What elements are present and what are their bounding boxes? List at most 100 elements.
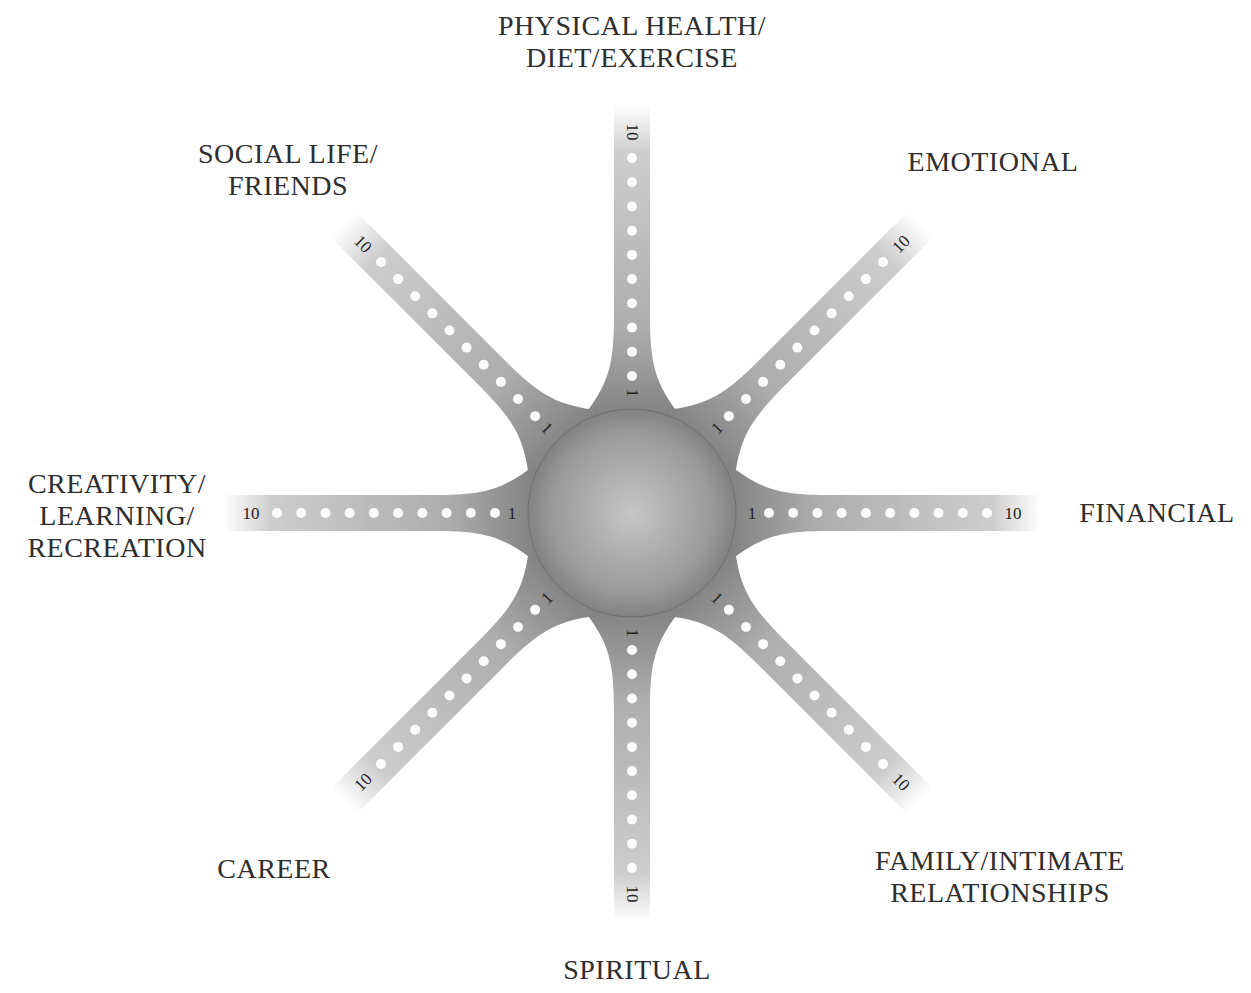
- scale-dot: [958, 508, 968, 518]
- scale-dot: [764, 508, 774, 518]
- scale-dot: [513, 622, 523, 632]
- scale-number-anchor: 1: [748, 505, 757, 522]
- spoke-label-anchor: CREATIVITY/ LEARNING/ RECREATION: [12, 468, 222, 565]
- scale-dot: [810, 325, 820, 335]
- scale-dot: [369, 508, 379, 518]
- scale-dot: [627, 347, 637, 357]
- scale-dot: [462, 673, 472, 683]
- spoke-label-anchor: FAMILY/INTIMATE RELATIONSHIPS: [875, 845, 1126, 909]
- scale-dot: [376, 257, 386, 267]
- scale-number-anchor: 10: [624, 886, 641, 903]
- scale-number-anchor: 10: [1005, 505, 1022, 522]
- scale-number: 10: [624, 124, 641, 141]
- scale-dot: [479, 656, 489, 666]
- scale-dot: [837, 508, 847, 518]
- scale-dot: [627, 766, 637, 776]
- scale-dot: [376, 759, 386, 769]
- scale-dot: [627, 815, 637, 825]
- spoke-band: [224, 463, 537, 563]
- scale-dot: [442, 508, 452, 518]
- spoke-band: [308, 545, 600, 837]
- scale-number: 10: [1005, 505, 1022, 522]
- spoke-band: [582, 608, 682, 921]
- spoke-band: [582, 105, 682, 418]
- scale-number-anchor: 1: [538, 589, 556, 607]
- scale-dot: [934, 508, 944, 518]
- scale-number: 10: [889, 770, 913, 794]
- scale-number: 1: [624, 629, 641, 638]
- scale-dot: [844, 725, 854, 735]
- scale-dot: [513, 394, 523, 404]
- scale-dot: [775, 656, 785, 666]
- scale-dot: [827, 308, 837, 318]
- scale-number-anchor: 10: [889, 232, 913, 256]
- scale-dot: [320, 508, 330, 518]
- spoke-label: EMOTIONAL: [908, 146, 1079, 178]
- spoke-label: PHYSICAL HEALTH/ DIET/EXERCISE: [467, 10, 797, 74]
- scale-dot: [741, 622, 751, 632]
- spoke-label: CAREER: [217, 853, 330, 885]
- scale-dot: [627, 371, 637, 381]
- scale-number: 1: [624, 389, 641, 398]
- scale-number-anchor: 10: [351, 770, 375, 794]
- scale-dot: [982, 508, 992, 518]
- scale-dot: [885, 508, 895, 518]
- scale-dot: [827, 708, 837, 718]
- scale-number: 1: [708, 419, 726, 437]
- spoke-label-anchor: PHYSICAL HEALTH/ DIET/EXERCISE: [467, 10, 797, 74]
- scale-dot: [530, 605, 540, 615]
- spoke-label: FINANCIAL: [1079, 497, 1234, 529]
- scale-number: 1: [508, 505, 517, 522]
- scale-dot: [741, 394, 751, 404]
- scale-dot: [775, 360, 785, 370]
- scale-number-anchor: 1: [538, 419, 556, 437]
- scale-number-anchor: 1: [508, 505, 517, 522]
- scale-dot: [861, 742, 871, 752]
- scale-number-anchor: 1: [708, 589, 726, 607]
- scale-dot: [627, 274, 637, 284]
- scale-dot: [466, 508, 476, 518]
- spoke-band: [664, 189, 956, 481]
- scale-dot: [878, 257, 888, 267]
- spoke-label: CREATIVITY/ LEARNING/ RECREATION: [12, 468, 222, 565]
- scale-dot: [462, 343, 472, 353]
- scale-number-anchor: 10: [624, 124, 641, 141]
- spoke-band: [727, 463, 1040, 563]
- spokes: [224, 105, 1040, 921]
- scale-number: 1: [708, 589, 726, 607]
- hub-sphere: [528, 409, 736, 617]
- spoke-label-anchor: SOCIAL LIFE/ FRIENDS: [173, 138, 403, 202]
- scale-dot: [878, 759, 888, 769]
- scale-dot: [627, 742, 637, 752]
- scale-dot: [444, 325, 454, 335]
- spoke-label-anchor: FINANCIAL: [1079, 497, 1234, 529]
- scale-number: 1: [538, 589, 556, 607]
- scale-dot: [627, 645, 637, 655]
- scale-dot: [410, 291, 420, 301]
- scale-dot: [861, 274, 871, 284]
- scale-dot: [627, 693, 637, 703]
- spoke-band: [664, 545, 956, 837]
- scale-number-anchor: 10: [889, 770, 913, 794]
- scale-dot: [345, 508, 355, 518]
- scale-dot: [296, 508, 306, 518]
- scale-dot: [627, 298, 637, 308]
- scale-number-anchor: 1: [624, 629, 641, 638]
- scale-dot: [788, 508, 798, 518]
- scale-number-anchor: 1: [624, 389, 641, 398]
- scale-dot: [909, 508, 919, 518]
- scale-dot: [724, 411, 734, 421]
- scale-dot: [758, 639, 768, 649]
- spoke-band: [308, 189, 600, 481]
- scale-number: 10: [351, 232, 375, 256]
- scale-dot: [627, 226, 637, 236]
- scale-dot: [479, 360, 489, 370]
- scale-dot: [627, 250, 637, 260]
- scale-dot: [530, 411, 540, 421]
- scale-dot: [393, 742, 403, 752]
- scale-dot: [627, 839, 637, 849]
- scale-number: 1: [748, 505, 757, 522]
- spoke-dots: [272, 153, 992, 873]
- scale-number-anchor: 10: [351, 232, 375, 256]
- scale-number: 10: [624, 886, 641, 903]
